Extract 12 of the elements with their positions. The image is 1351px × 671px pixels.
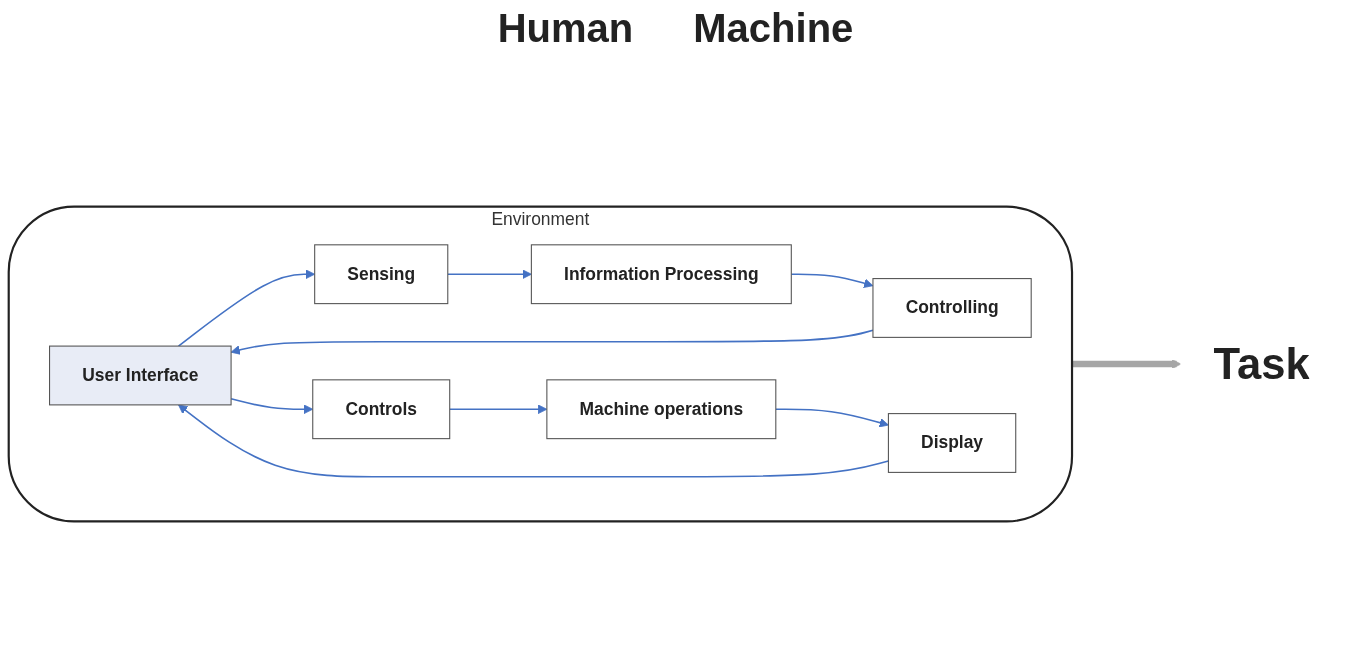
arrow bbox=[1072, 359, 1182, 369]
region-label: Human bbox=[497, 6, 634, 51]
node-box: Information Processing bbox=[530, 244, 792, 305]
arrow bbox=[775, 408, 889, 428]
node-box: Machine operations bbox=[546, 379, 777, 440]
node-text: Task bbox=[1213, 340, 1310, 388]
node-box: Controlling bbox=[872, 277, 1032, 338]
node-box: Sensing bbox=[314, 244, 449, 305]
node-box: Controls bbox=[312, 379, 451, 440]
node-box: Display bbox=[887, 413, 1017, 473]
node-box: User Interface bbox=[49, 345, 232, 406]
region-label: Machine bbox=[693, 6, 854, 51]
